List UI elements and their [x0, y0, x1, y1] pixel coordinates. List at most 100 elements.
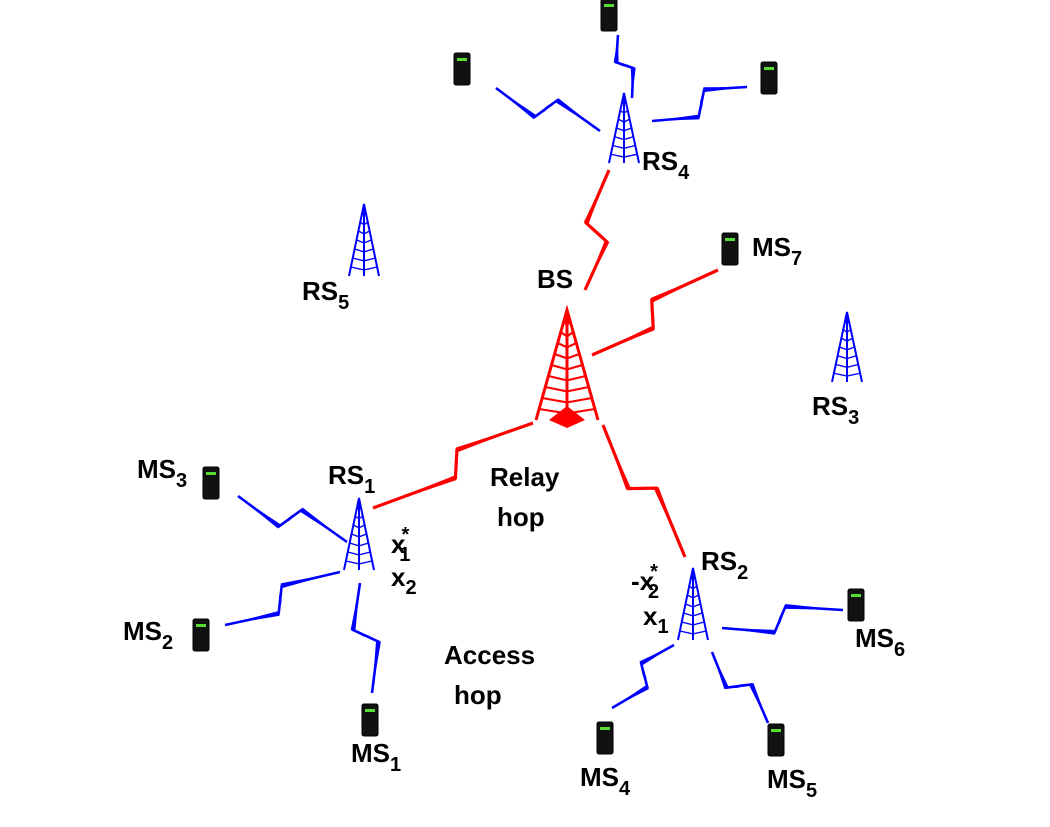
link-line — [710, 651, 770, 724]
link-tail — [722, 628, 776, 635]
link-tail — [455, 423, 533, 453]
tower-lattice — [545, 385, 589, 393]
link-bolt — [698, 89, 705, 118]
ms6-label: MS6 — [855, 623, 905, 661]
tower-lattice — [616, 127, 632, 132]
phone-screen — [851, 594, 861, 597]
rs1-signal-1: x*1 — [391, 524, 410, 566]
link-tip — [300, 507, 347, 542]
tower-lattice — [610, 153, 638, 158]
tower-lattice — [842, 328, 852, 334]
link-tip — [372, 641, 381, 693]
phone-body — [600, 0, 618, 32]
phone-screen — [771, 729, 781, 732]
phone-body — [192, 618, 210, 652]
tower-lattice — [353, 524, 365, 529]
phone-body — [361, 703, 379, 737]
tower-lattice — [841, 337, 853, 342]
rs3-tower-icon — [831, 311, 863, 383]
link-bolt — [774, 606, 786, 633]
link-tail — [350, 583, 360, 631]
phone-body — [760, 61, 778, 95]
link-rs2-ms4 — [611, 643, 675, 710]
link-bolt — [454, 449, 458, 478]
tower-lattice — [619, 109, 629, 115]
phone-body — [596, 721, 614, 755]
tower-lattice — [557, 342, 577, 349]
link-line — [721, 605, 844, 634]
link-tip — [373, 475, 457, 508]
phone-screen — [600, 727, 610, 730]
link-tip — [785, 603, 843, 610]
ms4-label: MS4 — [580, 762, 631, 800]
link-tail — [238, 496, 280, 529]
tower-lattice — [560, 331, 574, 338]
link-tail — [613, 35, 619, 63]
rs1-signal-2: x2 — [391, 562, 417, 599]
rs5-tower-icon — [348, 203, 380, 277]
phone-body — [847, 588, 865, 622]
link-tail — [639, 645, 674, 666]
ms6-mobile-phone-icon — [847, 588, 865, 622]
link-bolt — [534, 100, 558, 117]
ms7-mobile-phone-icon — [721, 232, 739, 266]
tower-lattice — [551, 363, 583, 371]
phone-body — [767, 723, 785, 757]
tower-lattice — [687, 594, 699, 599]
link-bolt — [353, 629, 379, 642]
link-line — [237, 494, 348, 544]
rs2-tower-icon — [677, 567, 709, 641]
link-line — [601, 424, 687, 558]
phone-screen — [457, 58, 467, 61]
link-bs-rs4 — [583, 169, 611, 291]
link-tail — [603, 425, 631, 490]
rs4-label: RS4 — [642, 146, 690, 184]
link-tail — [585, 241, 610, 290]
link-tip — [652, 114, 700, 121]
rs2-label: RS2 — [701, 546, 748, 584]
tower-lattice — [350, 266, 378, 271]
ms2-mobile-phone-icon — [192, 618, 210, 652]
phone-screen — [196, 624, 206, 627]
tower-lattice — [837, 355, 857, 360]
phone-body — [202, 466, 220, 500]
rs3-label: RS3 — [812, 391, 859, 429]
link-tail — [592, 326, 655, 355]
phone-body — [453, 52, 471, 86]
bs-label: BS — [537, 264, 573, 294]
tower-lattice — [548, 374, 586, 382]
relay-hop-label-line2: hop — [497, 502, 545, 532]
link-bolt — [641, 663, 648, 688]
tower-lattice — [349, 542, 369, 547]
tower-lattice — [347, 551, 371, 556]
ms10-mobile-phone-icon — [760, 61, 778, 95]
ms5-mobile-phone-icon — [767, 723, 785, 757]
link-rs2-ms6 — [721, 603, 844, 635]
link-tail — [225, 611, 280, 625]
link-line — [583, 169, 611, 291]
tower-lattice — [683, 612, 703, 617]
link-bs-rs2 — [601, 424, 687, 558]
rs4-tower-icon — [608, 92, 640, 164]
link-line — [591, 268, 719, 357]
link-bolt — [279, 509, 302, 527]
tower-lattice — [681, 621, 705, 626]
tower-lattice — [679, 630, 707, 635]
tower-lattice — [356, 239, 372, 244]
bs-tower-icon — [534, 304, 600, 428]
link-bs-ms7 — [591, 268, 719, 357]
labels-layer: BS RS1 RS2 RS3 RS4 RS5 MS1 MS2 MS3 MS4 M… — [123, 146, 905, 802]
link-tip — [654, 486, 685, 557]
ms2-label: MS2 — [123, 616, 173, 654]
tower-lattice — [612, 144, 636, 150]
tower-lattice — [352, 257, 376, 262]
phone-screen — [604, 4, 614, 7]
link-tip — [650, 270, 718, 303]
link-line — [224, 570, 341, 627]
ms9-mobile-phone-icon — [453, 52, 471, 86]
links-layer — [224, 34, 844, 724]
tower-lattice — [345, 560, 373, 565]
link-rs1-ms1 — [350, 582, 381, 694]
rs5-label: RS5 — [302, 276, 349, 314]
